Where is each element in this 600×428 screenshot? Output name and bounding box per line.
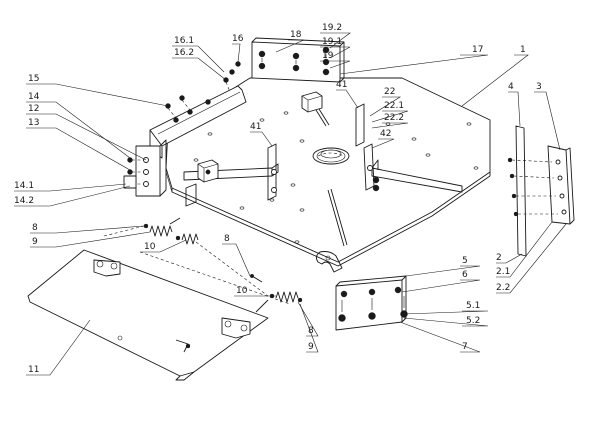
- callout-13: 13: [28, 118, 39, 128]
- callout-9-upper: 9: [32, 237, 38, 247]
- callout-5: 5: [462, 256, 468, 266]
- callout-9-lower: 9: [308, 342, 314, 352]
- callout-14: 14: [28, 92, 40, 102]
- callout-14-1: 14.1: [14, 181, 34, 191]
- callout-7: 7: [462, 342, 468, 352]
- callout-15: 15: [28, 74, 39, 84]
- springs-and-pins: [103, 217, 303, 313]
- callout-3: 3: [536, 82, 542, 92]
- callout-10-upper: 10: [144, 242, 156, 252]
- callout-16-2: 16.2: [174, 48, 194, 58]
- left-bracket-assembly: [123, 61, 247, 197]
- callout-19-2: 19.2: [322, 23, 342, 33]
- top-bracket-assembly: [251, 37, 345, 83]
- callout-41-lower: 41: [250, 122, 261, 132]
- callout-22-1: 22.1: [384, 101, 404, 111]
- callout-19: 19: [322, 51, 334, 61]
- front-right-bracket: [335, 275, 408, 331]
- callout-22-2: 22.2: [384, 113, 404, 123]
- callout-19-1: 19.1: [322, 37, 342, 47]
- callout-16-1: 16.1: [174, 36, 194, 46]
- callout-2-1: 2.1: [496, 267, 510, 277]
- callout-8-middle: 8: [224, 234, 230, 244]
- callout-8-upper: 8: [32, 223, 38, 233]
- callout-14-2: 14.2: [14, 196, 34, 206]
- leader-lines: [14, 32, 567, 376]
- callout-18: 18: [290, 30, 302, 40]
- callout-42: 42: [380, 129, 391, 139]
- callout-11: 11: [28, 365, 39, 375]
- main-deck-plate: [165, 77, 491, 273]
- callout-1: 1: [520, 45, 526, 55]
- callout-6: 6: [462, 270, 468, 280]
- callout-41-upper: 41: [336, 80, 347, 90]
- callout-22: 22: [384, 87, 395, 97]
- callout-4: 4: [508, 82, 514, 92]
- right-side-plates: [507, 125, 575, 257]
- callout-5-1: 5.1: [466, 301, 480, 311]
- callout-8-lower: 8: [308, 326, 314, 336]
- front-shield-plate: [27, 249, 269, 381]
- callout-17: 17: [472, 45, 483, 55]
- callout-labels: 18 19.2 19.1 19 17 1 16.1 16 16.2 15 14 …: [14, 23, 542, 375]
- callout-2: 2: [496, 253, 502, 263]
- callout-12: 12: [28, 104, 39, 114]
- callout-10-middle: 10: [236, 286, 248, 296]
- callout-16: 16: [232, 34, 244, 44]
- callout-2-2: 2.2: [496, 283, 510, 293]
- callout-5-2: 5.2: [466, 316, 480, 326]
